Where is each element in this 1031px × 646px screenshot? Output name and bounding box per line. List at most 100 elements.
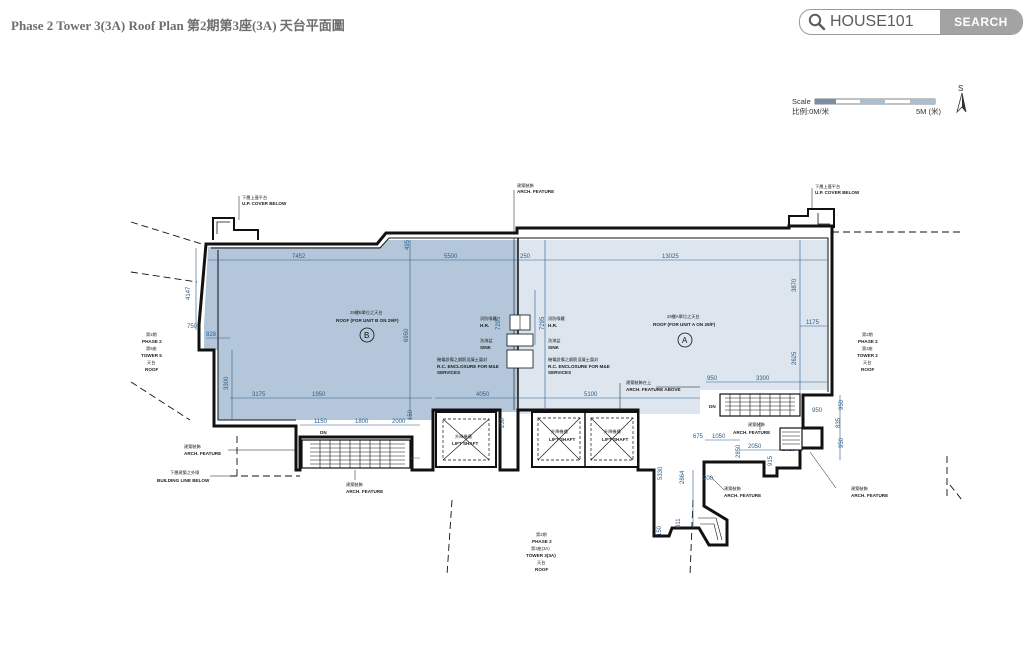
up-cover-right-cn: 下層上蓋平台 <box>815 183 840 190</box>
dim-200: 200 <box>703 476 714 482</box>
lift-cn-2: 升降機槽 <box>551 428 569 435</box>
page-title: Phase 2 Tower 3(3A) Roof Plan 第2期第3座(3A)… <box>11 18 345 33</box>
dim-5330: 5330 <box>658 466 664 480</box>
arch-stair-right-label: ARCH. FEATURE <box>733 430 770 435</box>
lift-shafts <box>435 411 639 468</box>
unit-a-label: A <box>682 336 688 345</box>
dn-label-right: DN <box>709 404 716 409</box>
dim-950-side: 950 <box>839 399 845 410</box>
arch-stair-right-cn: 建築裝飾 <box>748 421 765 428</box>
up-cover-left-cn: 下層上蓋平台 <box>242 194 267 201</box>
search-icon <box>808 13 826 31</box>
sink-right-cn: 洗滌盆 <box>548 337 561 344</box>
lift-cn-1: 升降機槽 <box>455 433 473 440</box>
t3-cn2: 第3座(3A) <box>531 545 550 552</box>
t2-name: TOWER 2 <box>857 353 878 358</box>
dim-5100: 5100 <box>584 392 598 398</box>
north-arrow-icon <box>956 92 967 114</box>
scale-label-cn: 比例:0M/米 <box>792 106 830 116</box>
dim-811: 811 <box>676 518 682 528</box>
dim-835: 835 <box>836 417 842 428</box>
search-box: HOUSE101 SEARCH <box>799 9 1023 35</box>
dim-1800: 1800 <box>355 419 369 425</box>
search-input-value: HOUSE101 <box>830 13 914 30</box>
rc-right-1: R.C. ENCLOSURE FOR M&E <box>548 364 610 369</box>
tower-5-label: 第2期 PHASE 2 第5座 TOWER 5 天台 ROOF <box>141 331 162 372</box>
arch-top-label: ARCH. FEATURE <box>517 189 554 194</box>
sink-left-cn: 洗滌盆 <box>480 337 493 344</box>
unit-a-marker <box>677 332 693 348</box>
arch-br-cn: 建築裝飾 <box>724 485 741 492</box>
dim-675: 675 <box>693 434 704 440</box>
unit-b-marker <box>359 327 375 343</box>
dim-4147: 4147 <box>186 286 192 300</box>
north-label: S <box>958 84 963 93</box>
dim-950-stair: 950 <box>812 408 823 414</box>
dim-7295-right: 7295 <box>540 316 546 330</box>
t2-cn1: 第2期 <box>862 331 873 338</box>
rc-left-2: SERVICES <box>437 370 460 375</box>
dim-3300-left: 3300 <box>224 376 230 390</box>
leader-lines <box>210 188 837 491</box>
t5-cn3: 天台 <box>147 359 155 366</box>
dim-7295-left: 7295 <box>496 316 502 330</box>
tower-2-label: 第2期 PHASE 2 第2座 TOWER 2 天台 ROOF <box>857 331 878 372</box>
arch-left-cn: 建築裝飾 <box>184 443 201 450</box>
rc-left-1: R.C. ENCLOSURE FOR M&E <box>437 364 499 369</box>
lift-shaft-3: LIFT SHAFT <box>602 437 628 442</box>
scale-label: Scale <box>792 97 811 106</box>
tower-3-label: 第2期 PHASE 2 第3座(3A) TOWER 3(3A) 天台 ROOF <box>526 531 556 572</box>
dim-150: 150 <box>408 409 414 420</box>
hr-left: H.R. <box>480 323 489 328</box>
dim-250: 250 <box>520 254 531 260</box>
hr-right: H.R. <box>548 323 557 328</box>
t3-cn3: 天台 <box>537 559 545 566</box>
t5-cn2: 第5座 <box>146 345 157 352</box>
t3-roof: ROOF <box>535 567 548 572</box>
dim-828: 828 <box>206 332 217 338</box>
sink-right: SINK <box>548 345 560 350</box>
dim-1150: 1150 <box>314 419 328 425</box>
sink-left: SINK <box>480 345 492 350</box>
up-cover-left <box>212 217 259 240</box>
up-cover-right <box>788 208 835 228</box>
t2-cn3: 天台 <box>863 359 871 366</box>
arch-above-label: ARCH. FEATURE ABOVE <box>626 387 681 392</box>
dim-915: 915 <box>768 455 774 466</box>
search-button[interactable]: SEARCH <box>940 10 1022 34</box>
rc-left-cn: 機電設備之鋼筋混凝土圍封 <box>437 356 487 363</box>
arch-br-label: ARCH. FEATURE <box>724 493 761 498</box>
dim-4050: 4050 <box>476 392 490 398</box>
dn-label-left: DN <box>320 430 327 435</box>
t3-cn1: 第2期 <box>536 531 547 538</box>
lift-cn-3: 升降機槽 <box>604 428 622 435</box>
dim-2864: 2864 <box>680 470 686 484</box>
t2-phase: PHASE 2 <box>858 339 878 344</box>
roof-b-label-cn: 29樓B單位之天台 <box>350 309 383 316</box>
dim-2625: 2625 <box>792 351 798 365</box>
roof-unit-b-area <box>204 240 518 420</box>
building-line-label: BUILDING LINE BELOW <box>157 478 210 483</box>
stair-right <box>698 393 803 541</box>
t5-roof: ROOF <box>145 367 158 372</box>
arch-left-label: ARCH. FEATURE <box>184 451 221 456</box>
arch-far-right-cn: 建築裝飾 <box>851 485 868 492</box>
roof-b-label: ROOF (FOR UNIT B ON 29/F) <box>336 318 399 323</box>
lift-shaft-1: LIFT SHAFT <box>452 441 478 446</box>
dim-2000: 2000 <box>392 419 406 425</box>
arch-far-right-label: ARCH. FEATURE <box>851 493 888 498</box>
t5-phase: PHASE 2 <box>142 339 162 344</box>
building-line-cn: 下層建築之外線 <box>170 469 200 476</box>
t5-cn1: 第2期 <box>146 331 157 338</box>
dim-250-b: 250 <box>500 417 506 428</box>
search-input[interactable]: HOUSE101 <box>800 10 940 34</box>
unit-b-label: B <box>364 331 369 340</box>
roof-outer-wall <box>197 224 834 547</box>
up-cover-right-label: U.P. COVER BELOW <box>815 190 860 195</box>
dim-5500: 5500 <box>444 254 458 260</box>
arch-bottom-label: ARCH. FEATURE <box>346 489 383 494</box>
up-cover-left-label: U.P. COVER BELOW <box>242 201 287 206</box>
dim-1050: 1050 <box>712 434 726 440</box>
